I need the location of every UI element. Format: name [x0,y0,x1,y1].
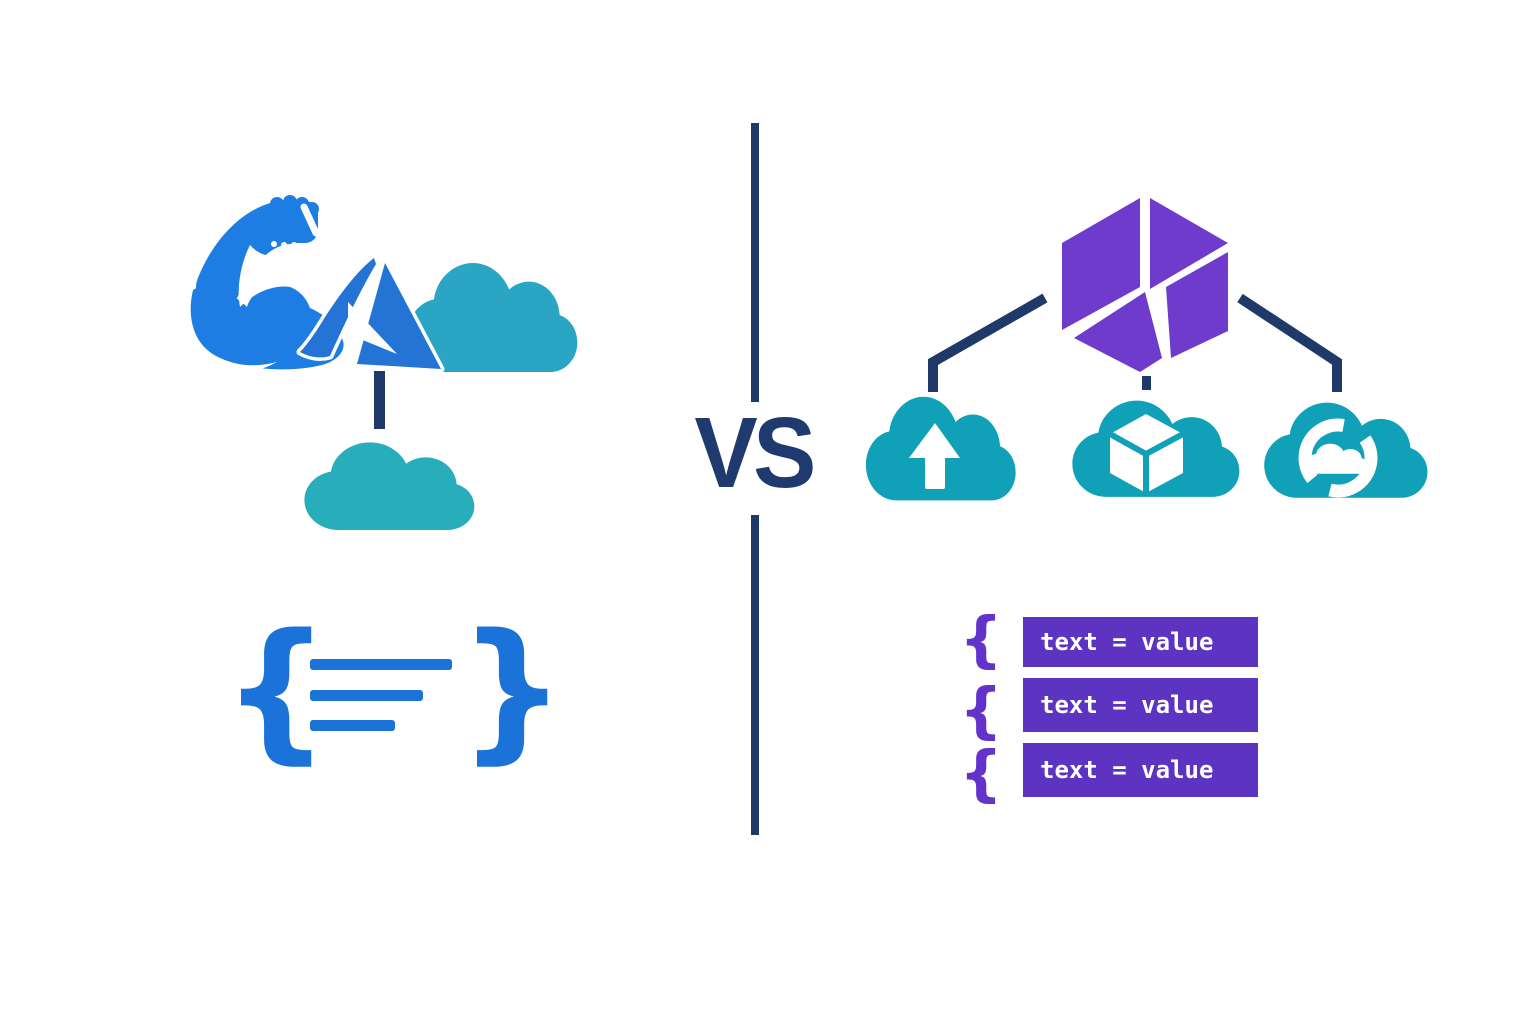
json-close-brace: } [458,601,567,778]
json-line-bar [310,659,452,670]
cube-icon [1062,198,1228,372]
cloud-icon [304,442,475,531]
sync-arrows-icon [1298,418,1378,498]
hcl-open-brace: { [959,675,1003,746]
divider-line-top [751,123,759,402]
connector-line-left [374,371,385,429]
hcl-text: text = value [1040,691,1214,719]
hcl-open-brace: { [959,738,1003,809]
json-line-bar [310,720,395,731]
hcl-text: text = value [1040,628,1214,656]
hcl-block: text = value [1023,743,1258,797]
hcl-block: text = value [1023,678,1258,732]
hcl-text: text = value [1040,756,1214,784]
upload-arrow-icon [909,423,960,489]
connector-middle-dash [1142,376,1151,390]
azure-logo-notch [348,302,397,354]
divider-line-bottom [751,515,759,835]
json-line-bar [310,690,423,701]
hcl-open-brace: { [959,604,1003,675]
connector-right-branch [1237,293,1342,392]
connector-left-branch [928,293,1048,392]
hcl-block: text = value [1023,617,1258,667]
json-open-brace: { [222,601,331,778]
vs-label: VS [694,396,816,509]
box-icon [1108,414,1185,493]
